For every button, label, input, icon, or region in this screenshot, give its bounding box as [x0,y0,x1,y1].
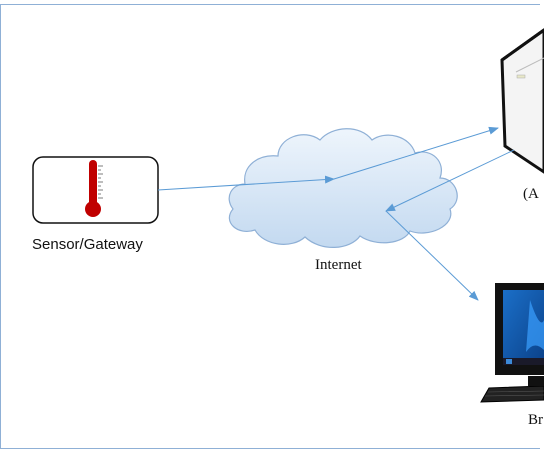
arrow-sensor-to-internet [157,175,335,191]
diagram-frame [0,4,540,449]
arrow-server-to-internet [385,149,515,212]
internet-label: Internet [315,257,362,273]
arrow-internet-to-server [333,126,499,180]
server-icon [500,28,544,174]
desktop-computer-icon [480,283,544,403]
sensor-gateway-label: Sensor/Gateway [32,236,143,253]
cloud-icon [228,128,458,248]
connection-arrows [157,126,515,301]
sensor-gateway-device [32,156,159,224]
thermometer-icon [85,160,103,217]
browser-label: Br [528,412,543,428]
arrow-internet-to-browser [385,210,479,301]
server-label: (A [523,186,539,202]
